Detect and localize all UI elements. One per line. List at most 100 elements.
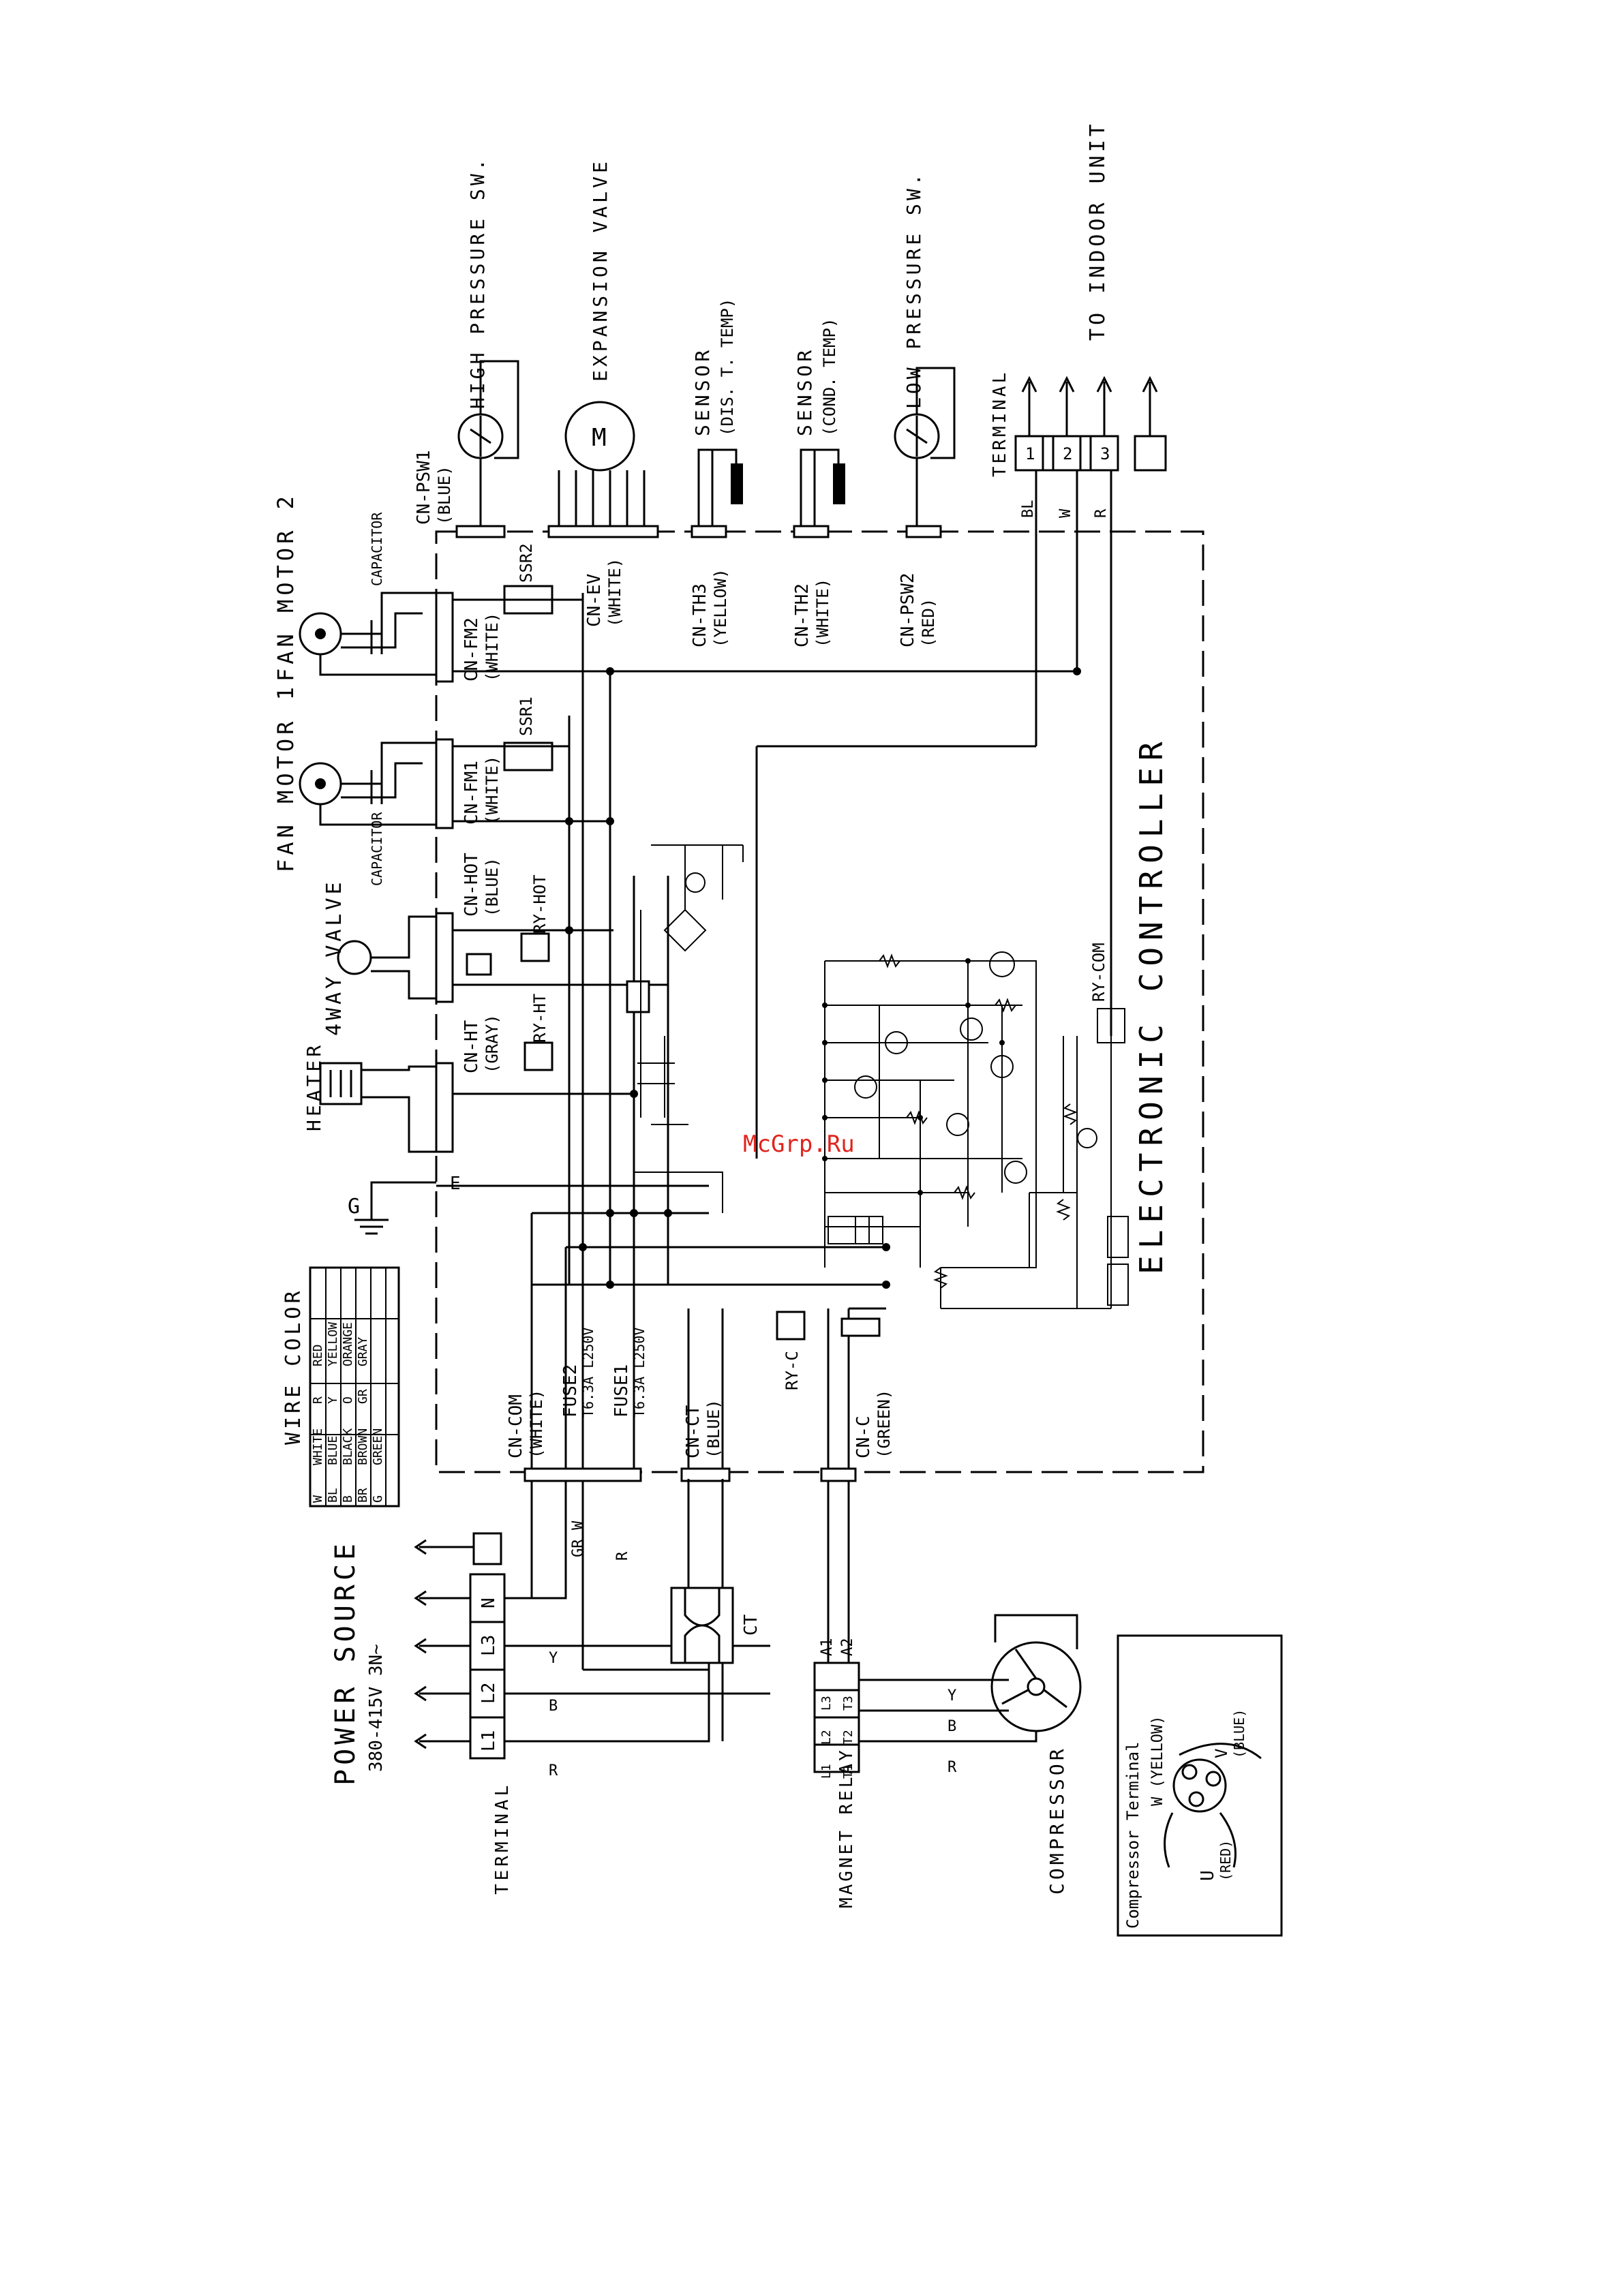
magnet-relay-t2: T2 xyxy=(841,1730,855,1745)
cn-com-label: CN-COM xyxy=(506,1394,526,1458)
cn-ct-label: CN-CT xyxy=(683,1405,703,1458)
cn-psw1-label: CN-PSW1 xyxy=(414,450,434,525)
cn-c-color: (GREEN) xyxy=(875,1390,894,1458)
compressor-terminal-u: U xyxy=(1198,1870,1218,1881)
indoor-title: TO INDOOR UNIT xyxy=(1086,121,1110,341)
controller-boundary xyxy=(435,530,1204,1473)
cn-hot-color: (BLUE) xyxy=(483,857,502,917)
junction-dots xyxy=(565,667,1081,1289)
magnet-relay xyxy=(813,1481,860,1773)
terminal-n: N xyxy=(479,1597,499,1608)
power-wire-w: W xyxy=(570,1520,587,1530)
compressor-terminal-v-color: (BLUE) xyxy=(1231,1709,1247,1758)
indoor-wire-w: W xyxy=(1057,508,1074,518)
ground-symbol xyxy=(354,1181,436,1235)
ssr2-label: SSR2 xyxy=(517,543,536,583)
connector-cn-hot xyxy=(435,912,454,1003)
power-wire-b: B xyxy=(549,1698,558,1715)
wire-color-table xyxy=(309,1266,400,1507)
sensor-cond-title: SENSOR xyxy=(793,347,816,436)
indoor-pin-2: 2 xyxy=(1063,444,1072,463)
fan-motor-2-capacitor: CAPACITOR xyxy=(369,512,385,586)
connector-cn-fm2 xyxy=(435,592,454,683)
connector-cn-ht xyxy=(435,1062,454,1153)
ry-c-symbol xyxy=(776,1311,806,1341)
fuse2-label: FUSE2 xyxy=(560,1364,581,1418)
wire-color-cell: GRAY xyxy=(356,1336,370,1366)
connector-cn-ct xyxy=(680,1467,731,1482)
four-way-title: 4WAY VALVE xyxy=(322,878,346,1036)
connector-cn-com xyxy=(524,1467,642,1482)
expansion-motor-m: M xyxy=(592,424,607,452)
controller-circuit xyxy=(822,951,1129,1309)
ry-hot-label: RY-HOT xyxy=(530,874,549,934)
cn-fm2-label: CN-FM2 xyxy=(461,617,482,682)
indoor-pin-1: 1 xyxy=(1025,444,1035,463)
magnet-relay-l3: L3 xyxy=(819,1696,834,1711)
wire-color-cell: W xyxy=(311,1495,325,1503)
power-title: POWER SOURCE xyxy=(330,1540,361,1786)
wire-color-cell: G xyxy=(371,1495,385,1503)
cn-psw2-color: (RED) xyxy=(919,598,938,647)
wire-color-cell: Y xyxy=(326,1396,340,1404)
power-wire-r2: R xyxy=(614,1551,631,1561)
fan-motor-2-title: FAN MOTOR 2 xyxy=(273,492,299,682)
power-supply-circuit xyxy=(626,844,744,1213)
magnet-relay-a1: A1 xyxy=(819,1638,836,1657)
ground-label: G xyxy=(348,1195,360,1219)
power-wire-y: Y xyxy=(549,1650,558,1667)
cn-ht-color: (GRAY) xyxy=(483,1014,502,1073)
compressor xyxy=(859,1614,1082,1743)
connector-cn-fm1 xyxy=(435,738,454,829)
magnet-relay-l2: L2 xyxy=(819,1730,834,1745)
cn-th2-color: (WHITE) xyxy=(813,579,832,647)
cn-psw2-label: CN-PSW2 xyxy=(898,572,918,647)
power-spec: 380-415V 3N~ xyxy=(366,1644,386,1772)
wire-color-cell: BL xyxy=(326,1488,340,1503)
expansion-valve: M xyxy=(558,401,646,532)
wire-color-cell: YELLOW xyxy=(326,1322,340,1366)
fan-motor-2 xyxy=(299,592,436,676)
cn-th3-label: CN-TH3 xyxy=(690,583,710,647)
indoor-wire-r: R xyxy=(1093,508,1110,518)
fuse1-rating: T6.3A L250V xyxy=(631,1328,648,1418)
cn-hot-label: CN-HOT xyxy=(461,853,482,917)
magnet-relay-a2: A2 xyxy=(839,1638,856,1657)
compressor-terminal-w: W (YELLOW) xyxy=(1149,1716,1166,1806)
fuse1-label: FUSE1 xyxy=(611,1364,632,1418)
ground-pin-e: E xyxy=(450,1174,461,1194)
compressor-wire-y: Y xyxy=(947,1687,956,1704)
cn-com-color: (WHITE) xyxy=(527,1390,546,1458)
cn-ht-label: CN-HT xyxy=(461,1020,482,1073)
cn-fm1-label: CN-FM1 xyxy=(461,761,482,825)
wire-color-cell: BR xyxy=(356,1488,370,1503)
compressor-wire-r: R xyxy=(947,1759,957,1776)
connector-cn-c xyxy=(820,1467,857,1482)
wire-color-cell: RED xyxy=(311,1344,325,1366)
heater-title: HEATER xyxy=(303,1042,325,1131)
power-wire-r1: R xyxy=(549,1762,558,1779)
magnet-relay-l1: L1 xyxy=(819,1764,834,1779)
sensor-cond-detail: (COND. TEMP) xyxy=(820,318,839,436)
terminal-l1: L1 xyxy=(479,1730,499,1751)
cn-psw1-color: (BLUE) xyxy=(435,465,454,525)
power-wire-gr: GR xyxy=(570,1539,587,1557)
wire-color-cell: B xyxy=(341,1495,355,1503)
magnet-relay-title: MAGNET RELAY xyxy=(836,1747,857,1908)
fuse2-rating: T6.3A L250V xyxy=(580,1328,596,1418)
watermark: McGrp.Ru xyxy=(743,1131,855,1158)
cn-fm1-color: (WHITE) xyxy=(483,756,502,825)
sensor-dis-temp xyxy=(697,448,743,532)
wire-color-cell: O xyxy=(341,1396,355,1404)
indoor-terminal-block xyxy=(1014,376,1167,532)
cn-ev-color: (WHITE) xyxy=(605,558,624,627)
compressor-wire-b: B xyxy=(947,1718,956,1735)
top-connectors xyxy=(455,525,942,538)
wire-color-title: WIRE COLOR xyxy=(282,1287,305,1445)
heater xyxy=(319,1062,436,1153)
four-way-valve xyxy=(337,915,436,1000)
compressor-terminal-v: V xyxy=(1212,1749,1231,1758)
indoor-pin-3: 3 xyxy=(1100,444,1110,463)
ssr1-symbol xyxy=(503,741,553,771)
